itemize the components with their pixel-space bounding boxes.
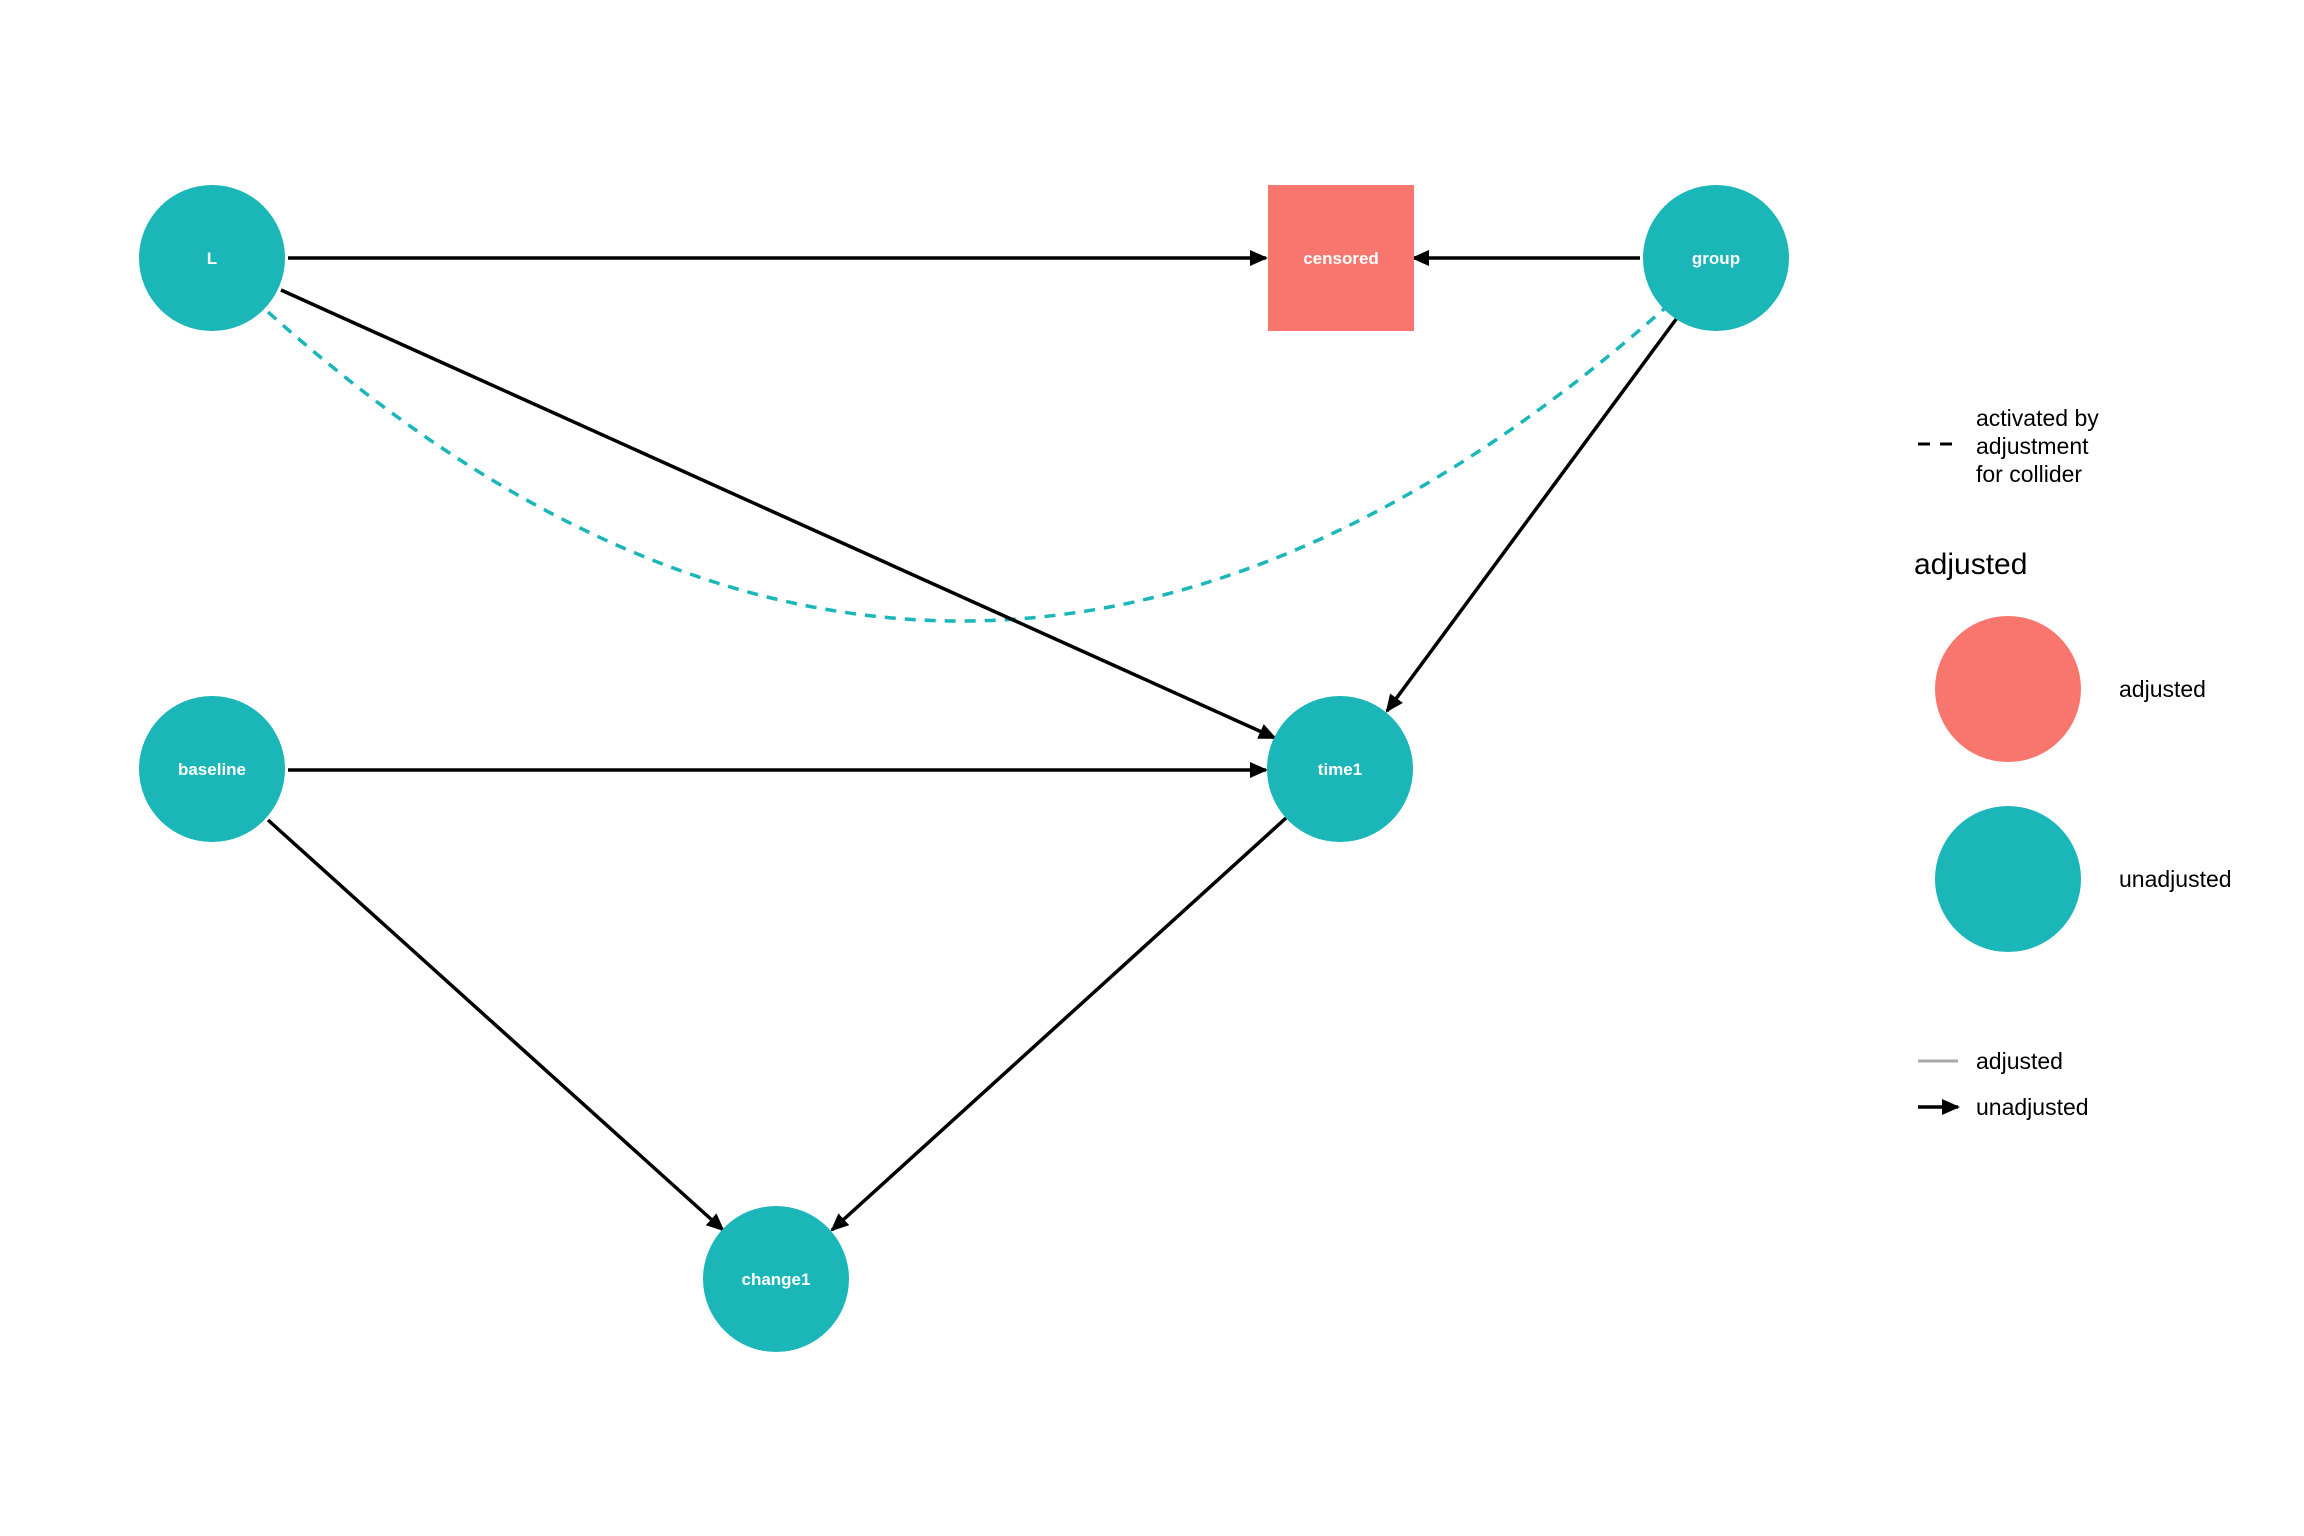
legend-node-adjusted-key (1935, 616, 2081, 762)
legend: activated by adjustment for collider adj… (1914, 405, 2232, 1120)
node-L-circle (139, 185, 285, 331)
node-time1-circle (1267, 696, 1413, 842)
legend-node-unadjusted-label: unadjusted (2119, 866, 2232, 892)
legend-collider-line1: activated by (1976, 405, 2099, 431)
node-group-label: group (1692, 249, 1740, 268)
nodes-layer: L censored group baseline time1 change1 (139, 185, 1789, 1352)
legend-collider: activated by adjustment for collider (1918, 405, 2099, 487)
legend-collider-line3: for collider (1976, 461, 2082, 487)
legend-edge-unadjusted: unadjusted (1918, 1094, 2089, 1120)
legend-edge-adjusted: adjusted (1918, 1048, 2063, 1074)
edge-baseline-change1 (266, 818, 725, 1232)
node-censored-label: censored (1303, 249, 1379, 268)
node-baseline-circle (139, 696, 285, 842)
collider-path-L-group (266, 306, 1667, 623)
legend-collider-line2: adjustment (1976, 433, 2089, 459)
edge-time1-change1 (830, 816, 1288, 1232)
node-group-circle (1643, 185, 1789, 331)
legend-node-adjusted-label: adjusted (2119, 676, 2206, 702)
node-change1-circle (703, 1206, 849, 1352)
edges-layer (266, 250, 1679, 1232)
legend-node-unadjusted-key (1935, 806, 2081, 952)
node-censored[interactable]: censored (1268, 185, 1414, 331)
legend-node-adjusted: adjusted (1935, 616, 2206, 762)
node-baseline[interactable]: baseline (139, 696, 285, 842)
legend-edge-adjusted-label: adjusted (1976, 1048, 2063, 1074)
node-L-label: L (207, 249, 217, 268)
node-time1[interactable]: time1 (1267, 696, 1413, 842)
node-group[interactable]: group (1643, 185, 1789, 331)
edge-L-time1 (280, 288, 1277, 740)
node-L[interactable]: L (139, 185, 285, 331)
node-censored-square (1268, 185, 1414, 331)
legend-node-unadjusted: unadjusted (1935, 806, 2232, 952)
node-baseline-label: baseline (178, 760, 246, 779)
node-change1-label: change1 (742, 1270, 811, 1289)
edge-group-time1 (1385, 316, 1679, 713)
legend-edge-unadjusted-label: unadjusted (1976, 1094, 2089, 1120)
legend-title: adjusted (1914, 548, 2027, 581)
node-time1-label: time1 (1318, 760, 1362, 779)
node-change1[interactable]: change1 (703, 1206, 849, 1352)
